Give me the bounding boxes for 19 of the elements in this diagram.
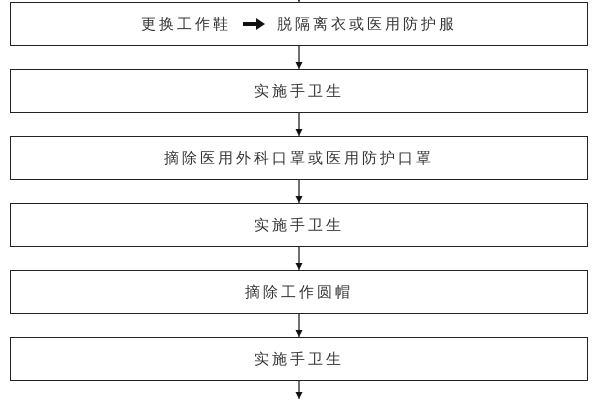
step-text: 实施手卫生 xyxy=(254,350,344,368)
step-text: 摘除工作圆帽 xyxy=(245,282,353,302)
step-text: 更换工作鞋 xyxy=(141,14,231,34)
arrow xyxy=(296,113,302,136)
arrow xyxy=(296,46,302,69)
arrow xyxy=(296,314,302,337)
process-box xyxy=(10,2,588,46)
step-text: 脱隔离衣或医用防护服 xyxy=(277,14,457,34)
arrow xyxy=(296,180,302,203)
process-box xyxy=(10,69,588,113)
arrow xyxy=(296,381,302,399)
process-box xyxy=(10,270,588,314)
step-text: 摘除医用外科口罩或医用防护口罩 xyxy=(164,148,434,168)
process-box xyxy=(10,337,588,381)
arrow xyxy=(296,247,302,270)
process-box xyxy=(10,203,588,247)
process-box xyxy=(10,136,588,180)
step-text: 实施手卫生 xyxy=(254,82,344,100)
step-text: 实施手卫生 xyxy=(254,216,344,234)
